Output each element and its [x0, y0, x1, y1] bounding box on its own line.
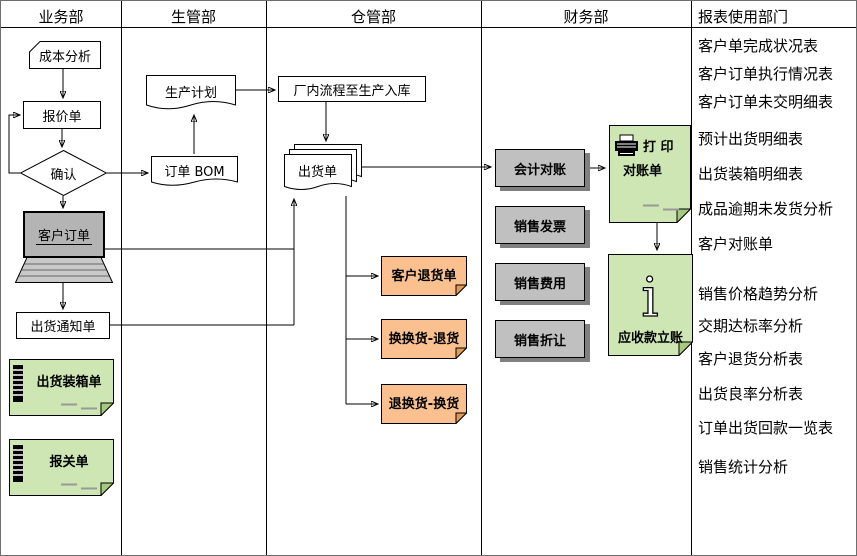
customer-return-label: 客户退货单 — [391, 268, 457, 284]
note-shape — [9, 439, 114, 496]
report-item: 出货装箱明细表 — [698, 165, 804, 183]
confirm-decision-node: 确认 — [20, 150, 107, 196]
computer-screen: 客户订单 — [23, 211, 105, 258]
arrow-loop — [8, 115, 20, 174]
sales-allowance-node: 销售折让 — [495, 320, 585, 358]
comb-binding-icon — [13, 445, 23, 482]
comb-binding-icon — [13, 365, 23, 402]
lane-header-production: 生管部 — [170, 8, 216, 26]
note-shape — [381, 384, 467, 424]
packing-list-label: 出货装箱单 — [36, 374, 102, 390]
header-divider — [1, 27, 856, 28]
note-shape — [381, 256, 467, 296]
print-statement-node: 打 印 对账单 — [609, 125, 691, 223]
print-statement-label-2: 对账单 — [623, 163, 663, 179]
report-item: 客户单完成状况表 — [698, 37, 819, 55]
order-bom-node: 订单 BOM — [151, 156, 238, 189]
report-item: 出货良率分析表 — [698, 385, 804, 403]
packing-list-node: 出货装箱单 — [9, 359, 114, 416]
exchange-return-label: 换换货-退货 — [388, 331, 460, 347]
shipping-notice-node: 出货通知单 — [16, 312, 110, 339]
report-item: 客户对账单 — [698, 235, 774, 253]
customer-return-node: 客户退货单 — [381, 256, 467, 296]
note-shape — [9, 359, 114, 416]
order-bom-label: 订单 BOM — [164, 164, 225, 180]
receivable-posting-node: i 应收款立账 — [608, 254, 693, 356]
lane-divider — [266, 1, 267, 555]
exchange-return-node: 换换货-退货 — [381, 319, 467, 359]
shipping-order-node: 出货单 — [284, 144, 362, 196]
document-shape — [151, 156, 238, 186]
lane-header-reports: 报表使用部门 — [698, 8, 789, 26]
report-item: 订单出货回款一览表 — [698, 419, 834, 437]
production-plan-label: 生产计划 — [164, 85, 217, 101]
document-shape — [146, 75, 236, 110]
report-item: 预计出货明细表 — [698, 130, 804, 148]
print-statement-label-1: 打 印 — [643, 139, 674, 155]
report-item: 客户订单执行情况表 — [698, 65, 834, 83]
return-exchange-label: 退换货-换货 — [388, 396, 460, 412]
lane-header-warehouse: 仓管部 — [350, 8, 396, 26]
report-item: 成品逾期未发货分析 — [698, 200, 834, 218]
lane-divider — [481, 1, 482, 555]
note-shape — [609, 125, 691, 223]
shipping-order-label: 出货单 — [297, 164, 337, 180]
lane-header-business: 业务部 — [38, 8, 84, 26]
report-item: 交期达标率分析 — [698, 317, 804, 335]
lane-divider — [121, 1, 122, 555]
customer-order-node: 客户订单 — [15, 211, 113, 283]
production-plan-node: 生产计划 — [146, 75, 236, 113]
lane-header-finance: 财务部 — [563, 8, 609, 26]
card-shape — [29, 41, 101, 69]
confirm-label: 确认 — [50, 167, 77, 183]
return-exchange-node: 退换货-换货 — [381, 384, 467, 424]
factory-process-node: 厂内流程至生产入库 — [278, 76, 426, 102]
report-item: 客户退货分析表 — [698, 350, 804, 368]
note-shape — [381, 319, 467, 359]
report-item: 客户订单未交明细表 — [698, 93, 834, 111]
report-item: 销售价格趋势分析 — [698, 285, 819, 303]
info-icon: i — [641, 266, 658, 329]
printer-icon — [615, 134, 638, 156]
sales-expense-node: 销售费用 — [495, 263, 585, 301]
customer-order-label: 客户订单 — [35, 225, 92, 245]
quotation-node: 报价单 — [23, 101, 101, 129]
cost-analysis-label: 成本分析 — [38, 49, 91, 65]
sales-invoice-node: 销售发票 — [495, 206, 585, 244]
accounting-reconciliation-node: 会计对账 — [495, 149, 585, 187]
report-item: 销售统计分析 — [698, 458, 789, 476]
note-shape: i — [608, 254, 693, 356]
multi-document-shape — [284, 144, 362, 190]
cost-analysis-node: 成本分析 — [29, 41, 101, 69]
receivable-posting-label: 应收款立账 — [617, 330, 683, 346]
diamond-shape — [20, 150, 107, 196]
computer-keyboard-icon — [15, 257, 113, 283]
customs-declaration-label: 报关单 — [49, 454, 89, 470]
customs-declaration-node: 报关单 — [9, 439, 114, 496]
